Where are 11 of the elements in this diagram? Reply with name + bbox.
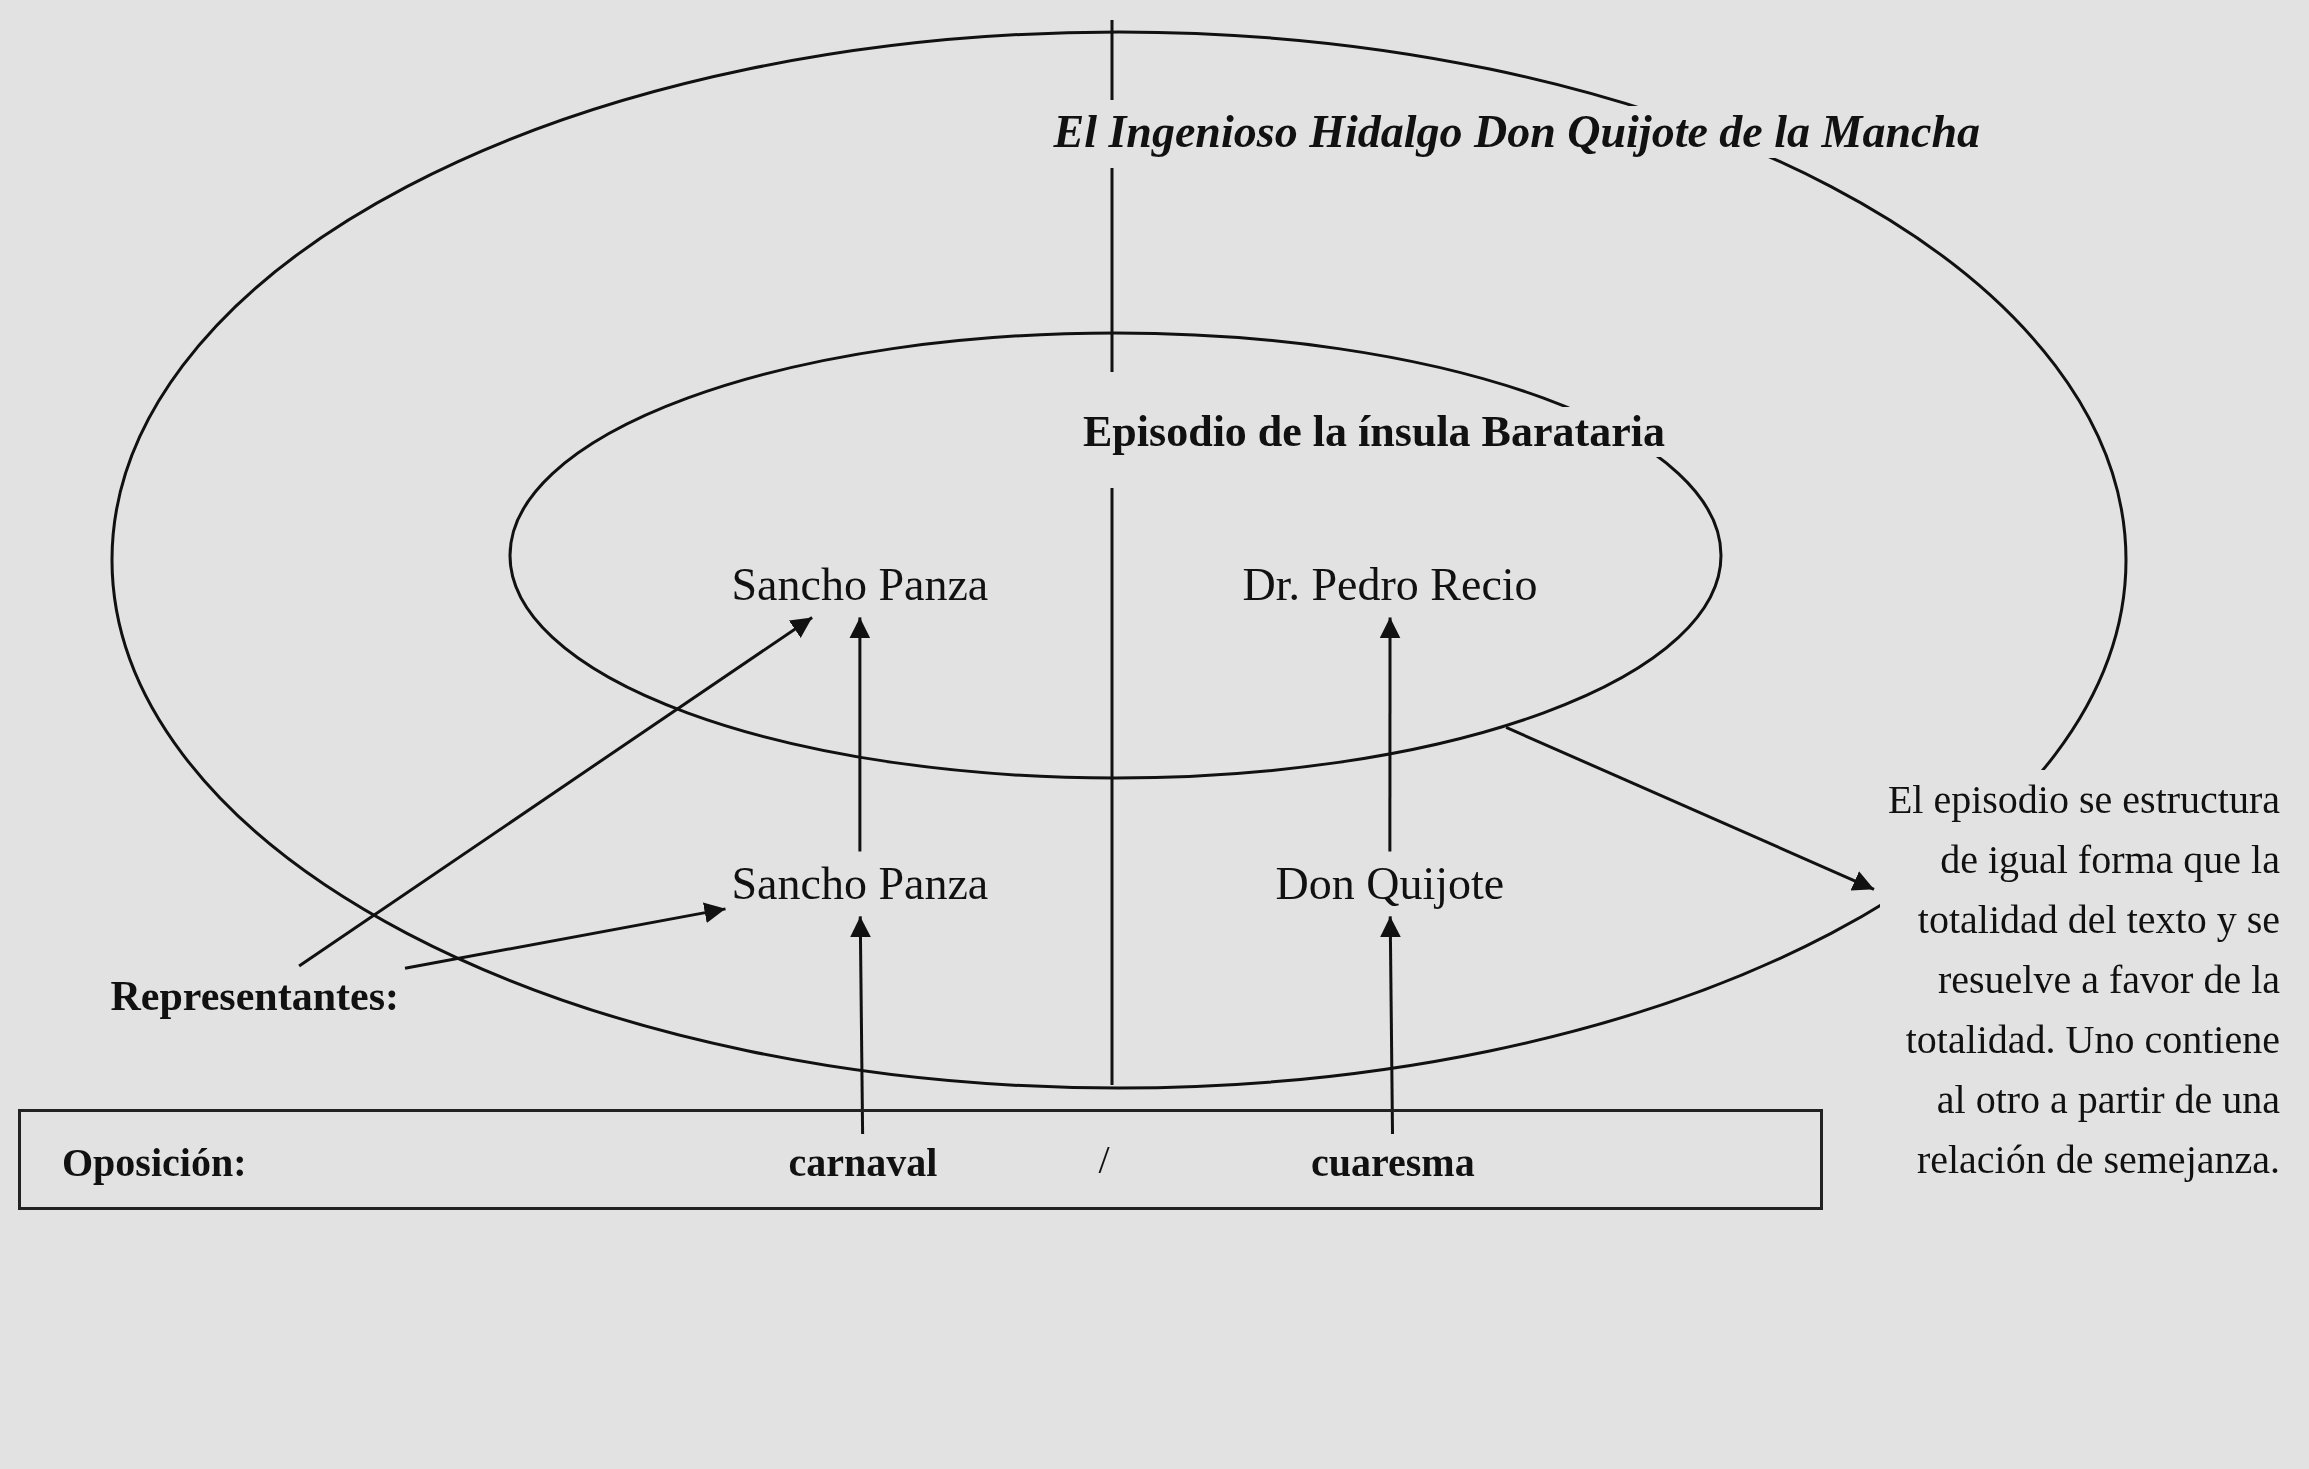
arrow [1379,916,1401,1135]
arrow [1379,617,1401,852]
opposition-box [18,1109,1823,1210]
arrow [298,616,813,968]
arrow [1505,726,1875,891]
heading-text: Episodio de la ínsula Barataria [1083,406,1665,458]
arrow [849,916,871,1134]
heading-text: Oposición: [62,1140,247,1186]
arrow [404,902,726,970]
heading-text: El Ingenioso Hidalgo Don Quijote de la Mancha [1053,105,1980,159]
arrow [849,617,871,852]
